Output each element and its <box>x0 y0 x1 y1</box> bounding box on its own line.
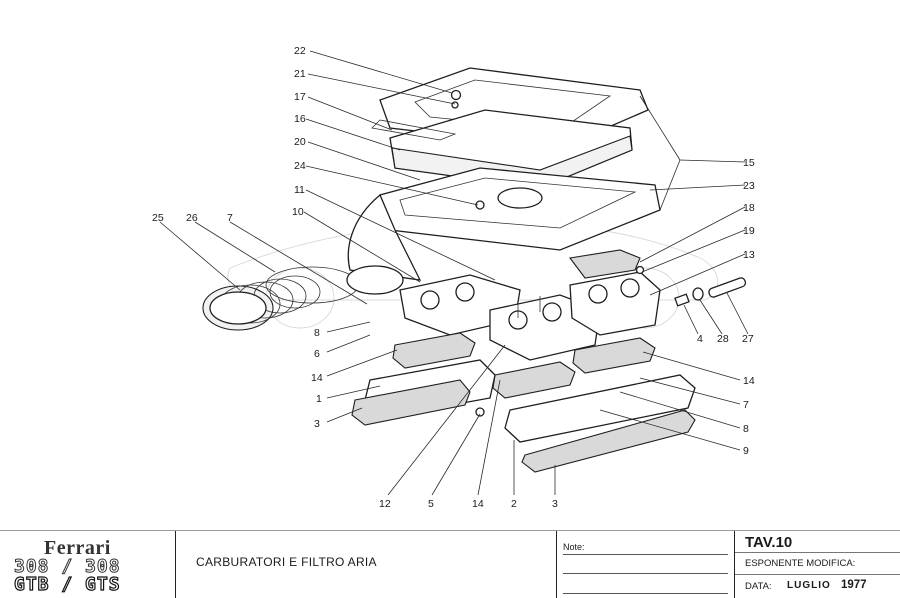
callout-2: 2 <box>511 498 517 510</box>
callout-7-right: 7 <box>743 399 749 411</box>
callout-3-left: 3 <box>314 418 320 430</box>
model-numbers: 308 / 308 <box>14 556 121 577</box>
brand-logo-cell: Ferrari 308 / 308 GTB / GTS <box>0 531 176 598</box>
nut-5 <box>475 407 485 417</box>
note-line-2 <box>563 555 728 574</box>
brand-logo: Ferrari <box>44 537 111 559</box>
callout-18: 18 <box>743 202 755 214</box>
callout-14-right: 14 <box>743 375 755 387</box>
callout-26: 26 <box>186 212 198 224</box>
nut-19 <box>635 265 645 275</box>
fuel-hose-27 <box>708 277 747 298</box>
date-year: 1977 <box>841 579 867 591</box>
spacer-gasket-right <box>572 337 656 374</box>
model-variants: GTB / GTS <box>13 574 121 595</box>
callout-8-left: 8 <box>314 327 320 339</box>
callout-10: 10 <box>292 206 304 218</box>
spacer-gasket-center <box>492 361 576 399</box>
callout-22: 22 <box>294 45 306 57</box>
callout-15: 15 <box>743 157 755 169</box>
air-box-housing <box>347 167 661 281</box>
callout-19: 19 <box>743 225 755 237</box>
callout-27: 27 <box>742 333 754 345</box>
note-line-3 <box>563 575 728 594</box>
callout-20: 20 <box>294 136 306 148</box>
leader-lines <box>159 50 749 496</box>
callout-11: 11 <box>294 184 305 196</box>
callout-4: 4 <box>697 333 703 345</box>
callout-21: 21 <box>294 68 306 80</box>
callout-24: 24 <box>294 160 306 172</box>
notes-label: Note: <box>563 542 589 552</box>
intake-manifold-right <box>504 374 696 443</box>
callout-17: 17 <box>294 91 306 103</box>
callout-28: 28 <box>717 333 729 345</box>
callout-1: 1 <box>316 393 322 405</box>
note-line-1 <box>563 536 728 555</box>
fitting-4 <box>674 293 690 307</box>
revision-row: ESPONENTE MODIFICA: <box>735 553 900 575</box>
intake-snout <box>346 265 404 295</box>
callout-14-left: 14 <box>311 372 323 384</box>
callout-13: 13 <box>743 249 755 261</box>
callout-9: 9 <box>743 445 749 457</box>
exploded-parts-diagram: 22 21 17 16 20 24 11 10 25 26 7 8 6 14 1… <box>152 45 755 510</box>
sheet-meta-cell: TAV.10 ESPONENTE MODIFICA: DATA: LUGLIO … <box>735 531 900 598</box>
sheet-number-row: TAV.10 <box>735 531 900 553</box>
callout-14-bottom: 14 <box>472 498 484 510</box>
spacer-gasket-left <box>392 332 476 369</box>
carburetor-right <box>569 271 661 336</box>
notes-cell: Note: <box>557 531 735 598</box>
washer-28 <box>692 287 704 301</box>
callout-7-left: 7 <box>227 212 233 224</box>
callout-8-right: 8 <box>743 423 749 435</box>
drawing-title-cell: CARBURATORI E FILTRO ARIA <box>176 531 557 598</box>
callout-12: 12 <box>379 498 391 510</box>
drawing-title: CARBURATORI E FILTRO ARIA <box>196 555 377 569</box>
date-label: DATA: <box>745 581 772 592</box>
flange-gasket-right <box>521 409 696 473</box>
sheet-number: TAV.10 <box>745 534 793 551</box>
callout-3-right: 3 <box>552 498 558 510</box>
date-row: DATA: LUGLIO 1977 <box>735 575 900 597</box>
callout-16: 16 <box>294 113 306 125</box>
callout-25: 25 <box>152 212 164 224</box>
callout-23: 23 <box>743 180 755 192</box>
revision-label: ESPONENTE MODIFICA: <box>745 558 856 569</box>
date-month: LUGLIO <box>787 580 831 591</box>
intake-boot <box>202 275 321 331</box>
title-block: Ferrari 308 / 308 GTB / GTS CARBURATORI … <box>0 530 900 598</box>
callout-labels: 22 21 17 16 20 24 11 10 25 26 7 8 6 14 1… <box>152 45 755 510</box>
flange-gasket-left <box>351 379 471 426</box>
carburetor-top-gasket <box>569 249 641 279</box>
callout-5: 5 <box>428 498 434 510</box>
callout-6: 6 <box>314 348 320 360</box>
